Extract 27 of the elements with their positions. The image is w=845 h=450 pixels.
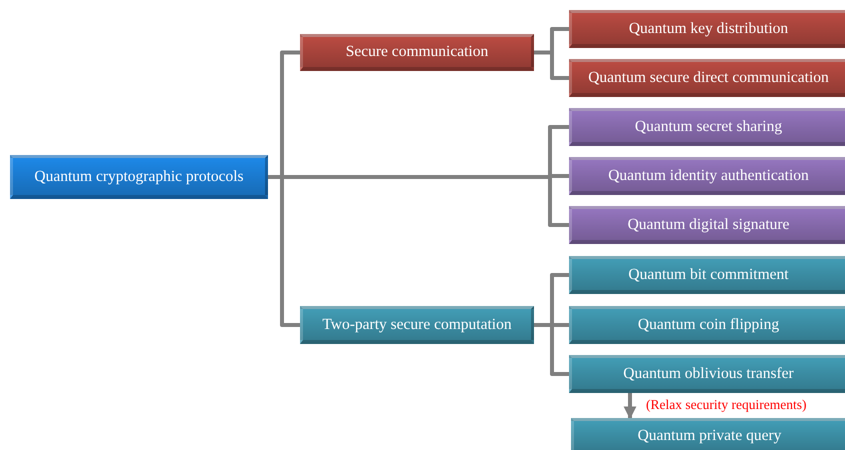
box-label: Secure communication — [346, 43, 488, 61]
box-label: Quantum key distribution — [628, 20, 788, 38]
category-box — [569, 157, 845, 195]
connector-line — [534, 50, 569, 80]
category-box — [569, 108, 845, 146]
box-label: Two-party secure computation — [322, 316, 512, 334]
category-box — [569, 306, 845, 344]
category-box — [300, 34, 534, 71]
box-label: Quantum digital signature — [628, 216, 790, 234]
category-box — [569, 256, 845, 294]
category-box — [569, 206, 845, 244]
category-box — [300, 306, 534, 344]
category-box — [571, 418, 845, 450]
box-label: Quantum secure direct communication — [588, 68, 829, 86]
box-label: Quantum secret sharing — [634, 118, 782, 136]
box-label: Quantum identity authentication — [608, 166, 809, 184]
box-label: Quantum coin flipping — [638, 316, 780, 334]
box-label: Quantum private query — [638, 426, 782, 444]
category-box — [569, 355, 845, 393]
category-box — [569, 10, 845, 48]
box-label: Quantum bit commitment — [628, 266, 789, 284]
category-box — [569, 59, 845, 97]
box-label: Quantum cryptographic protocols — [34, 168, 244, 186]
arrow — [624, 393, 636, 420]
box-label: Quantum oblivious transfer — [623, 364, 794, 382]
category-box — [10, 155, 268, 199]
edge-label: (Relax security requirements) — [645, 396, 808, 412]
